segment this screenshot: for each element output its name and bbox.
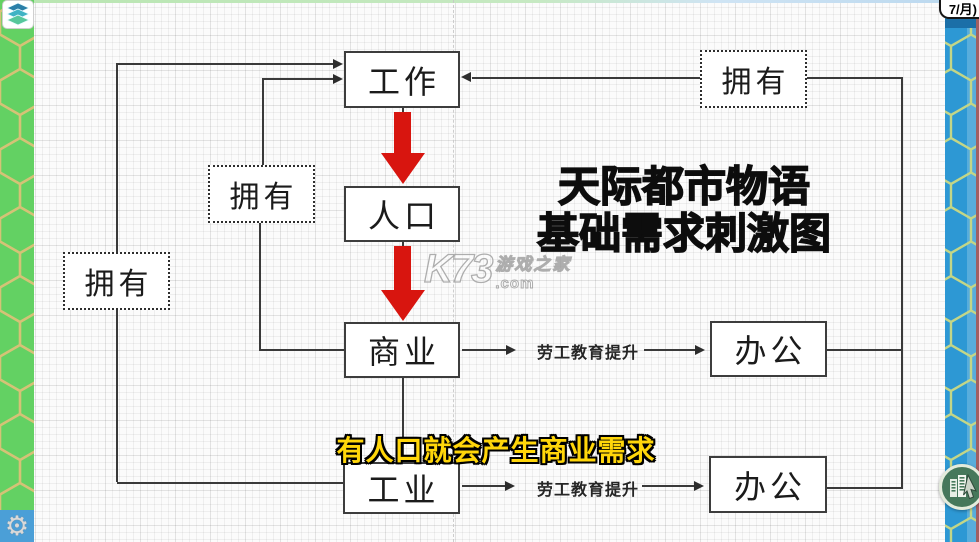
connector-commerce-out-h xyxy=(462,349,509,351)
right-hex-strip xyxy=(945,0,979,542)
node-industry: 工业 xyxy=(343,462,460,514)
connector-label-to-office-top-h xyxy=(644,349,696,351)
connector-office-bottom-branch-h xyxy=(827,487,903,489)
node-office-bottom: 办公 xyxy=(709,456,827,513)
diagram-title-line2: 基础需求刺激图 xyxy=(536,209,832,258)
date-display: 7/月) xyxy=(939,0,979,19)
node-own-middle: 拥有 xyxy=(208,165,315,223)
connector-label-to-office-bottom-h xyxy=(642,485,695,487)
caption-text: 有人口就会产生商业需求 xyxy=(336,435,656,466)
node-office-top: 办公 xyxy=(710,321,827,377)
connector-own-left-to-work-h xyxy=(117,63,338,65)
red-arrow-population-commerce-shaft xyxy=(394,246,411,292)
red-arrow-work-population-head xyxy=(381,153,425,184)
connector-office-trunk-v xyxy=(901,77,903,489)
page-divider-line xyxy=(453,0,454,542)
arrowhead-into-work-left-2 xyxy=(333,74,343,84)
connector-own-left-top-v xyxy=(116,63,118,252)
arrowhead-into-office-top xyxy=(695,345,705,355)
node-commerce: 商业 xyxy=(344,322,460,378)
date-text: 7/月) xyxy=(948,2,977,17)
edge-label-commerce: 劳工教育提升 xyxy=(537,345,640,362)
arrowhead-into-work-right xyxy=(461,72,471,82)
connector-own-left-to-industry-h xyxy=(117,482,343,484)
diagram-title-line1: 天际都市物语 xyxy=(557,162,811,211)
building-cursor-icon xyxy=(950,473,977,500)
connector-office-top-branch-h xyxy=(827,349,903,351)
connector-own-right-to-work-h xyxy=(472,77,700,79)
edge-label-industry: 劳工教育提升 xyxy=(537,482,640,499)
arrowhead-commerce-label xyxy=(506,345,516,355)
arrowhead-into-work-left-1 xyxy=(333,59,343,69)
build-tool-button[interactable] xyxy=(939,464,979,510)
watermark-brand: K73 xyxy=(423,247,494,291)
watermark-domain: .com xyxy=(495,275,535,293)
connector-industry-out-h xyxy=(462,485,508,487)
connector-own-right-out-h xyxy=(807,77,903,79)
connector-own-left-bottom-v xyxy=(116,310,118,482)
node-own-top-right: 拥有 xyxy=(700,50,807,108)
connector-own-mid-to-work-h xyxy=(263,78,335,80)
watermark: K73 游戏之家 .com xyxy=(423,247,572,293)
arrowhead-industry-label xyxy=(505,481,515,491)
arrowhead-into-office-bottom xyxy=(694,481,704,491)
node-population: 人口 xyxy=(344,186,460,242)
connector-own-mid-to-commerce-h xyxy=(259,349,344,351)
layers-icon xyxy=(6,2,30,26)
left-hex-strip xyxy=(0,0,34,542)
settings-button[interactable]: ⚙ xyxy=(0,510,34,542)
diagram-title: 天际都市物语 基础需求刺激图 xyxy=(524,162,844,258)
connector-own-mid-top-v xyxy=(262,78,264,165)
connector-own-mid-bottom-v xyxy=(259,223,261,351)
watermark-tag: 游戏之家 xyxy=(495,255,572,275)
layers-button[interactable] xyxy=(2,0,34,29)
node-own-left: 拥有 xyxy=(63,252,170,310)
top-edge-tint xyxy=(34,0,945,3)
red-arrow-work-population-shaft xyxy=(394,112,411,154)
connector-commerce-to-industry-v xyxy=(402,378,404,462)
red-arrow-population-commerce-head xyxy=(381,290,425,321)
node-work: 工作 xyxy=(344,51,460,108)
gear-icon: ⚙ xyxy=(4,510,30,542)
